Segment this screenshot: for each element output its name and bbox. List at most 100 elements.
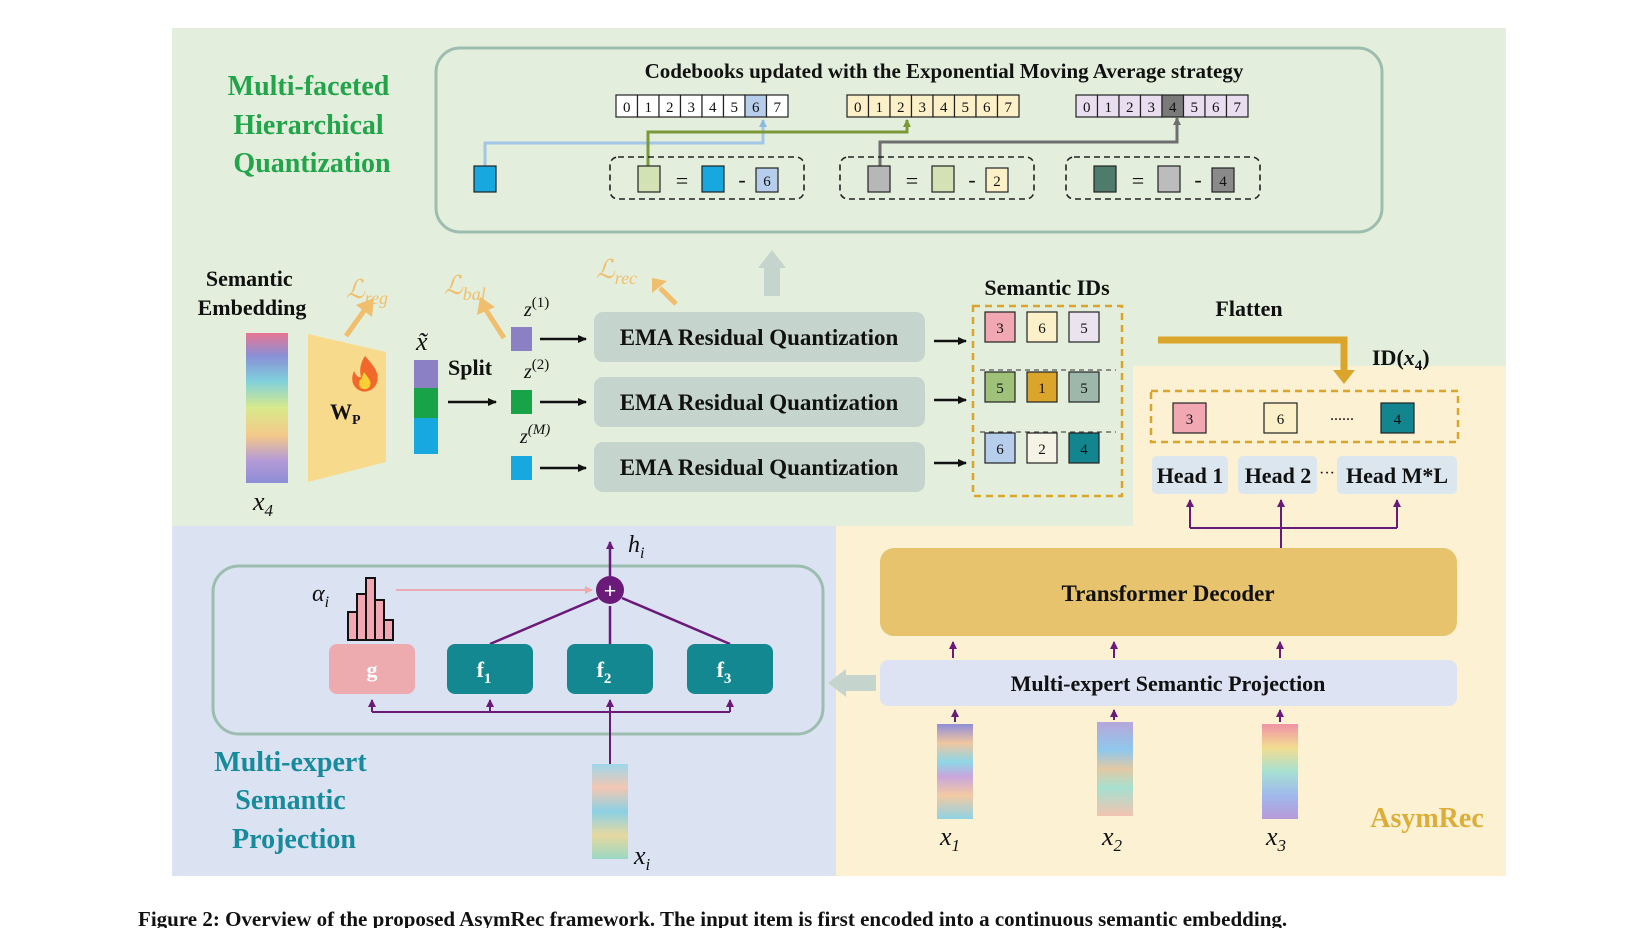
semantic-id-r2-c2-label: 1 xyxy=(1038,381,1046,397)
semantic-id-r1-c3 xyxy=(1068,311,1100,343)
semantic-id-r2-c3 xyxy=(1068,371,1100,403)
x-tilde-label: x̃ xyxy=(415,327,429,356)
flatten-arrowhead xyxy=(1333,370,1355,384)
codebook-2-cell-2-label: 2 xyxy=(897,100,905,116)
ema-box-2-label: EMA Residual Quantization xyxy=(620,390,899,415)
x-tilde-seg-3 xyxy=(414,418,438,454)
residual-group-3-minus: - xyxy=(1194,167,1201,192)
codebook-1-cell-7-label: 7 xyxy=(774,100,782,116)
codebook-2-cell-7 xyxy=(996,94,1020,118)
semantic-id-r3-c1-label: 6 xyxy=(996,442,1004,458)
residual-group-1-input xyxy=(701,165,725,193)
semantic-id-r2-c1 xyxy=(984,371,1016,403)
residual-group-3-code-label: 4 xyxy=(1219,174,1227,190)
residual-group-2-minus: - xyxy=(968,167,975,192)
loss-reg-label: ℒreg xyxy=(346,275,388,308)
residual-input-square xyxy=(473,165,497,193)
codebook-3-cell-2-label: 2 xyxy=(1126,100,1134,116)
codebook-3-cell-7 xyxy=(1225,94,1249,118)
mhq-title-line-1: Multi-faceted xyxy=(228,71,390,102)
head-ml-label: Head M*L xyxy=(1346,463,1448,488)
semantic-embedding-line-2: Embedding xyxy=(198,295,307,320)
z1-square xyxy=(511,327,532,351)
codebook-2-cell-4-label: 4 xyxy=(940,100,948,116)
flat-id-1-label: 3 xyxy=(1186,412,1194,428)
ema-to-ids-arrows xyxy=(934,337,967,467)
codebook-panel xyxy=(434,46,1384,234)
head-2-label: Head 2 xyxy=(1245,463,1312,488)
codebook-3-cell-7-label: 7 xyxy=(1234,100,1242,116)
expert-f2-box xyxy=(567,644,653,694)
expert-f1-label: f1 xyxy=(477,657,492,687)
codebook-lookup-arrows xyxy=(483,117,1181,166)
id-x4-label: ID(x4) xyxy=(1372,345,1430,374)
codebook-1-cell-2-label: 2 xyxy=(666,100,674,116)
x-tilde-seg-2 xyxy=(414,388,438,418)
loss-reg-arrow xyxy=(343,306,369,338)
residual-group-2-equals: = xyxy=(906,168,918,193)
decoder-to-heads xyxy=(1186,499,1401,548)
flatten-arrow xyxy=(1158,336,1348,372)
input-bus xyxy=(368,699,734,764)
loss-rec-arrowhead xyxy=(652,278,667,293)
ema-box-3-label: EMA Residual Quantization xyxy=(620,455,899,480)
semantic-id-r3-c3-label: 4 xyxy=(1080,442,1088,458)
transformer-decoder-box xyxy=(880,548,1457,636)
heads-dots: ··· xyxy=(1319,465,1335,482)
codebook-1-cell-7 xyxy=(765,94,789,118)
residual-group-3-equals: = xyxy=(1132,168,1144,193)
f3-to-sum xyxy=(621,596,731,646)
x-tilde-seg-1 xyxy=(414,360,438,388)
zm-square xyxy=(511,456,532,480)
lookup-arrow-3 xyxy=(878,117,1181,166)
f1-to-sum xyxy=(489,596,599,646)
codebook-1-cell-5-label: 5 xyxy=(731,100,739,116)
loss-rec-arrow xyxy=(658,286,678,306)
codebook-2-cell-5-label: 5 xyxy=(962,100,970,116)
codebook-2-cell-3-label: 3 xyxy=(919,100,927,116)
up-arrow-head xyxy=(758,250,786,268)
flat-id-2 xyxy=(1263,402,1298,434)
semantic-embedding-label: Semantic Embedding xyxy=(198,266,307,320)
semantic-embedding-line-1: Semantic xyxy=(206,266,293,291)
residual-group-2-code-label: 2 xyxy=(993,174,1001,190)
residual-group-1-code-label: 6 xyxy=(763,174,771,190)
z-branches: z(1) z(2) z(M) xyxy=(511,295,587,480)
flat-id-3 xyxy=(1380,402,1415,434)
residual-group-2-input xyxy=(931,165,955,193)
codebook-3-cell-0-label: 0 xyxy=(1083,100,1091,116)
x3-embedding xyxy=(1262,724,1298,819)
projection-bar-label: Multi-expert Semantic Projection xyxy=(1011,671,1326,696)
semantic-id-r1-c1-label: 3 xyxy=(996,321,1004,337)
semantic-ids-title: Semantic IDs xyxy=(984,275,1110,300)
codebook-2-cell-0-label: 0 xyxy=(854,100,862,116)
residual-group-3-code xyxy=(1211,167,1235,193)
semantic-id-r1-c2-label: 6 xyxy=(1038,321,1046,337)
mhq-title: Multi-faceted Hierarchical Quantization xyxy=(228,71,397,179)
residual-group-3-result xyxy=(1093,165,1117,193)
codebook-3-cell-3-label: 3 xyxy=(1148,100,1156,116)
residual-group-2 xyxy=(839,156,1035,200)
flat-id-3-label: 4 xyxy=(1394,412,1402,428)
zm-label: z(M) xyxy=(519,422,550,448)
projection-bar xyxy=(880,660,1457,706)
codebook-3-cell-6-label: 6 xyxy=(1212,100,1220,116)
semantic-ids-box xyxy=(971,304,1124,498)
codebook-1-cell-4-label: 4 xyxy=(709,100,717,116)
loss-reg-arrowhead xyxy=(356,298,374,317)
residual-group-1 xyxy=(609,156,805,200)
codebook-1-cell-6-label: 6 xyxy=(752,100,760,116)
residual-group-1-minus: - xyxy=(738,167,745,192)
figure-caption: Figure 2: Overview of the proposed AsymR… xyxy=(138,907,1287,928)
expert-f1-box xyxy=(447,644,533,694)
flat-ids-dots: ...... xyxy=(1330,407,1354,424)
z2-square xyxy=(511,390,532,414)
residual-group-1-code xyxy=(755,167,779,193)
residual-group-1-result xyxy=(637,165,661,193)
semantic-embedding-bar xyxy=(246,333,288,483)
flat-id-2-label: 6 xyxy=(1277,412,1285,428)
lookup-arrow-2 xyxy=(646,119,911,166)
loss-bal: ℒbal xyxy=(444,271,507,340)
